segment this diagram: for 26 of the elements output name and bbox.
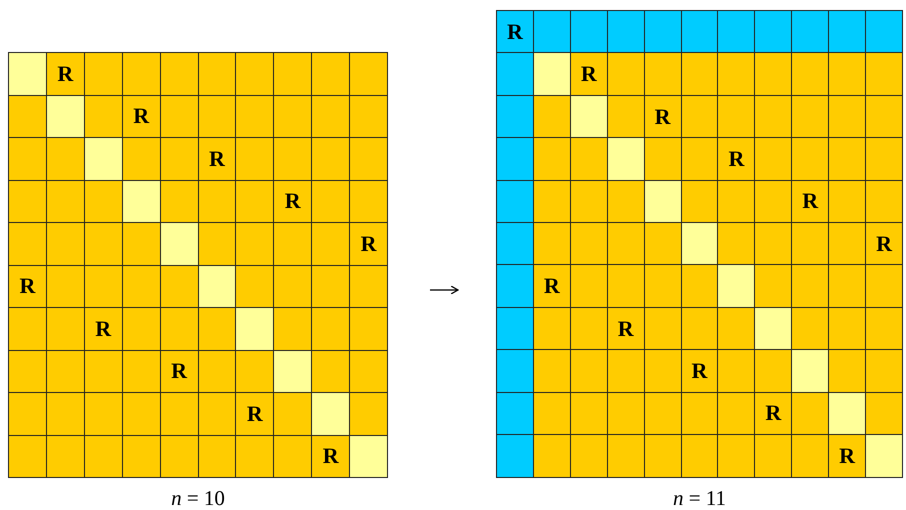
cell-letter: R [171, 360, 187, 382]
cell-letter: R [20, 275, 36, 298]
grid-board [496, 10, 903, 478]
cell-letter: R [728, 148, 744, 170]
cell-letter: R [876, 232, 892, 255]
cell-letter: R [360, 232, 376, 255]
grid-caption: n = 11 [672, 486, 728, 510]
cell-letter: R [692, 360, 708, 382]
cell-letter: R [580, 63, 597, 86]
cell-letter: R [284, 190, 301, 212]
cell-letter: R [507, 20, 523, 43]
cell-letter: R [133, 105, 150, 128]
cell-letter: R [57, 62, 74, 85]
grid-board [8, 52, 388, 478]
cell-letter: R [618, 318, 634, 340]
cell-letter: R [802, 190, 818, 212]
arrow [430, 285, 459, 295]
cell-letter: R [246, 402, 263, 425]
grid-caption: n = 10 [170, 486, 226, 510]
cell-letter: R [839, 444, 856, 467]
cell-letter: R [654, 106, 671, 128]
cell-letter: R [209, 148, 225, 170]
cell-letter: R [765, 402, 782, 424]
cell-letter: R [95, 318, 112, 340]
cell-letter: R [544, 275, 560, 298]
cell-letter: R [322, 445, 339, 468]
